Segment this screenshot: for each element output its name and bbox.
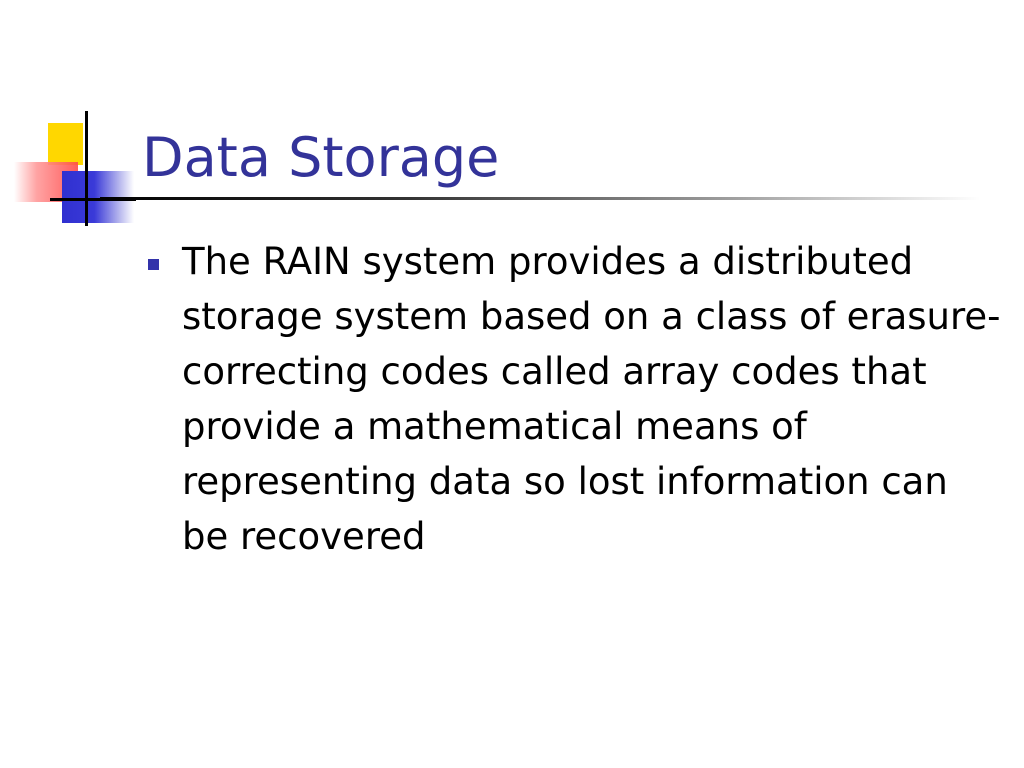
square-bullet-icon (148, 259, 159, 270)
bullet-text: The RAIN system provides a distributed s… (182, 240, 1001, 558)
bullet-item: The RAIN system provides a distributed s… (146, 234, 1006, 564)
logo-horizontal-line (50, 198, 136, 201)
title-underline (100, 197, 980, 200)
slide-title: Data Storage (142, 126, 500, 189)
slide-logo-icon (0, 0, 140, 240)
logo-vertical-line (85, 111, 88, 226)
logo-yellow-square (48, 123, 83, 165)
bullet-list: The RAIN system provides a distributed s… (146, 234, 1006, 564)
